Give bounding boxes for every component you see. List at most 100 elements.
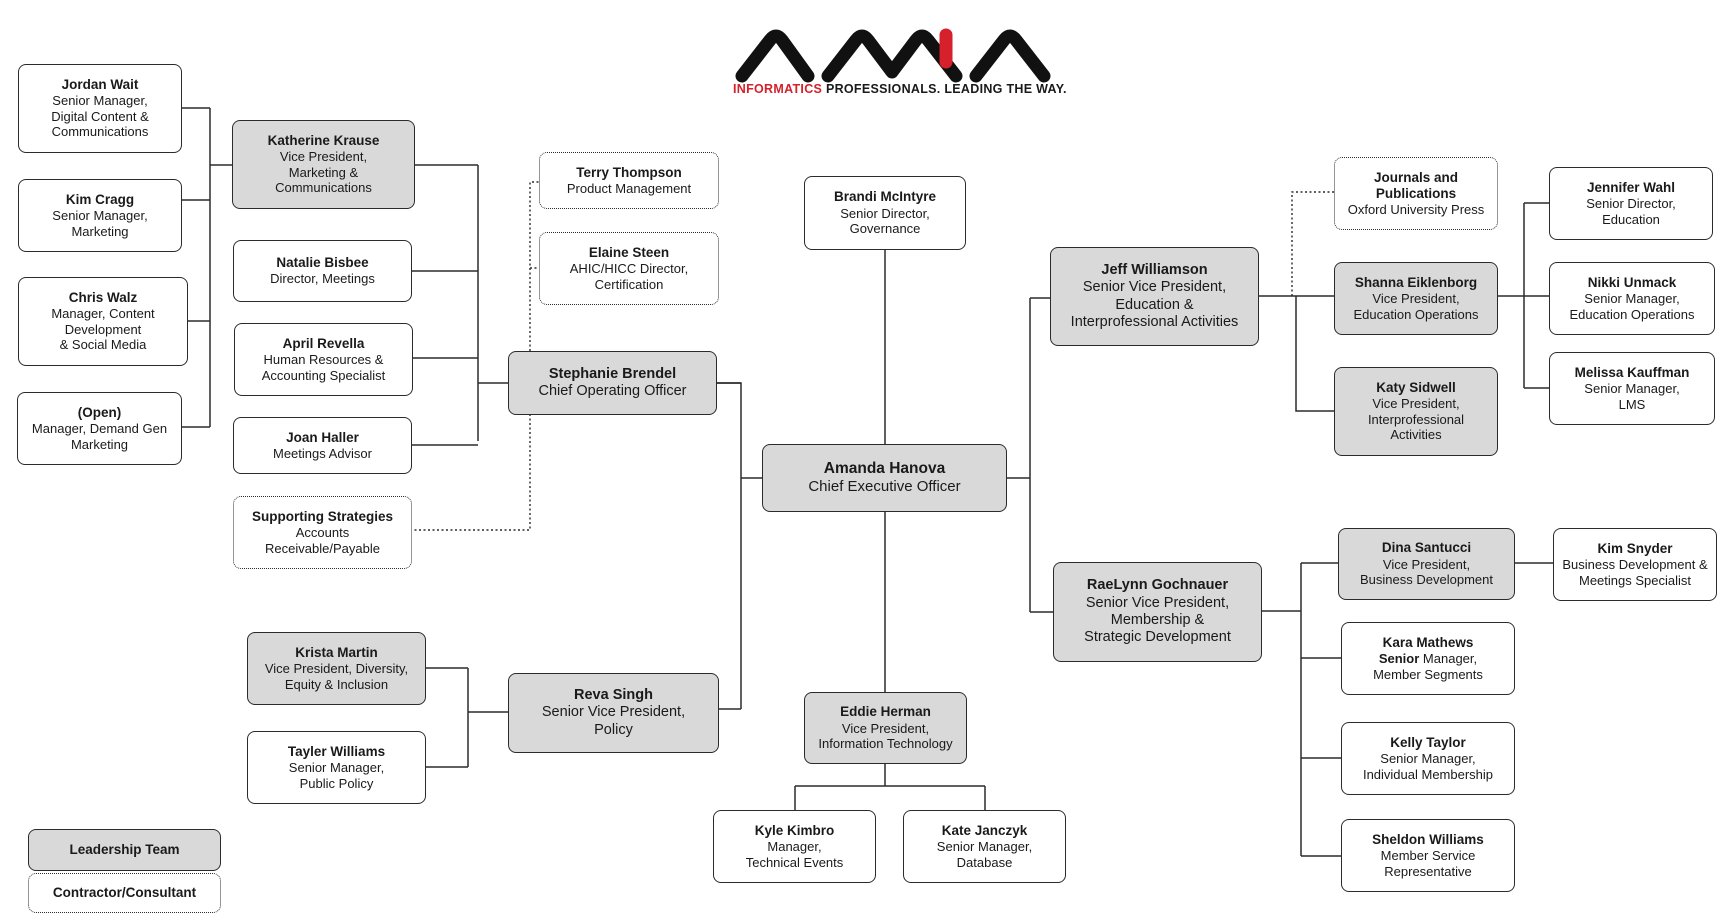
node-name: RaeLynn Gochnauer [1086,577,1229,594]
node-kara-mathews[interactable]: Kara Mathews Senior Manager, Member Segm… [1341,622,1515,695]
node-name: Dina Santucci [1381,540,1472,556]
amia-logo [735,28,1051,83]
node-title: AHIC/HICC Director, Certification [569,261,689,292]
node-elaine-steen[interactable]: Elaine Steen AHIC/HICC Director, Certifi… [539,232,719,305]
amia-tagline: INFORMATICS PROFESSIONALS. LEADING THE W… [733,82,1067,96]
node-name: Jennifer Wahl [1586,179,1675,195]
node-natalie-bisbee[interactable]: Natalie Bisbee Director, Meetings [233,240,412,302]
node-kim-snyder[interactable]: Kim Snyder Business Development & Meetin… [1553,528,1717,601]
node-title: Senior Director, Governance [840,205,930,237]
node-title: Senior Manager, Member Segments [1373,651,1483,682]
node-title: Senior Manager, Public Policy [288,760,385,791]
node-tayler-williams[interactable]: Tayler Williams Senior Manager, Public P… [247,731,426,804]
node-title: Human Resources & Accounting Specialist [261,352,386,383]
connector-jeff-reports [1259,295,1334,412]
node-title-bold: Senior [1378,651,1420,666]
node-title: Product Management [566,180,692,196]
node-dina-santucci[interactable]: Dina Santucci Vice President, Business D… [1338,528,1515,600]
node-katy-sidwell[interactable]: Katy Sidwell Vice President, Interprofes… [1334,367,1498,456]
node-melissa-kauffman[interactable]: Melissa Kauffman Senior Manager, LMS [1549,352,1715,425]
node-jennifer-wahl[interactable]: Jennifer Wahl Senior Director, Education [1549,167,1713,240]
node-coo[interactable]: Stephanie Brendel Chief Operating Office… [508,351,717,415]
node-title: Meetings Advisor [273,445,372,461]
node-journals-publications[interactable]: Journals and Publications Oxford Univers… [1334,157,1498,230]
node-name: Journals and Publications [1373,169,1459,201]
node-krista-martin[interactable]: Krista Martin Vice President, Diversity,… [247,632,426,705]
node-title: Manager, Content Development & Social Me… [51,306,155,353]
node-katherine-krause[interactable]: Katherine Krause Vice President, Marketi… [232,120,415,209]
node-title: Senior Manager, Marketing [52,208,148,239]
node-name: Kelly Taylor [1390,734,1466,750]
node-title: Director, Meetings [270,271,375,287]
node-title: Senior Director, Education [1586,196,1676,227]
node-title: Chief Operating Officer [538,383,687,399]
node-title: Vice President, Marketing & Communicatio… [275,149,372,196]
node-supporting-strategies[interactable]: Supporting Strategies Accounts Receivabl… [233,496,412,569]
node-title: Vice President, Business Development [1360,556,1493,588]
node-title: Senior Manager, Individual Membership [1362,751,1494,782]
node-name: Katy Sidwell [1376,380,1456,396]
node-title: Member Service Representative [1380,848,1476,879]
node-raelynn-gochnauer[interactable]: RaeLynn Gochnauer Senior Vice President,… [1053,562,1262,662]
node-brandi-mcintyre[interactable]: Brandi McIntyre Senior Director, Governa… [804,176,966,250]
node-title: Senior Manager, Digital Content & Commun… [51,93,149,140]
node-joan-haller[interactable]: Joan Haller Meetings Advisor [233,417,412,474]
node-title: Senior Manager, LMS [1584,381,1680,412]
node-name: Kim Cragg [65,191,135,207]
node-title: Chief Executive Officer [808,478,961,496]
node-kelly-taylor[interactable]: Kelly Taylor Senior Manager, Individual … [1341,722,1515,795]
node-reva-singh[interactable]: Reva Singh Senior Vice President, Policy [508,673,719,753]
node-name: Kara Mathews [1382,634,1474,650]
node-name: Chris Walz [68,290,138,306]
node-name: (Open) [77,404,122,420]
node-name: Amanda Hanova [823,459,946,477]
node-jeff-williamson[interactable]: Jeff Williamson Senior Vice President, E… [1050,247,1259,346]
node-nikki-unmack[interactable]: Nikki Unmack Senior Manager, Education O… [1549,262,1715,335]
node-name: Tayler Williams [287,743,386,759]
node-name: Terry Thompson [576,164,682,180]
connector-coo-reports [412,164,508,446]
node-terry-thompson[interactable]: Terry Thompson Product Management [539,152,719,209]
node-jordan-wait[interactable]: Jordan Wait Senior Manager, Digital Cont… [18,64,182,153]
connector-ceo-right [1007,297,1053,613]
node-ceo[interactable]: Amanda Hanova Chief Executive Officer [762,444,1007,512]
node-sheldon-williams[interactable]: Sheldon Williams Member Service Represen… [1341,819,1515,892]
node-title: Accounts Receivable/Payable [265,525,380,556]
node-title: Vice President, Diversity, Equity & Incl… [264,661,409,692]
node-name: Supporting Strategies [251,508,393,524]
node-shanna-eiklenborg[interactable]: Shanna Eiklenborg Vice President, Educat… [1334,262,1498,335]
node-open-position[interactable]: (Open) Manager, Demand Gen Marketing [17,392,182,465]
node-name: Melissa Kauffman [1574,364,1690,380]
node-name: Kim Snyder [1597,540,1673,556]
legend-label: Leadership Team [69,841,180,857]
node-title: Senior Vice President, Policy [541,704,686,738]
connector-eddie-reports [794,764,986,810]
node-chris-walz[interactable]: Chris Walz Manager, Content Development … [18,277,188,366]
node-title: Senior Vice President, Education & Inter… [1070,279,1239,330]
connector-jeff-journals [1291,191,1334,296]
node-name: Sheldon Williams [1372,831,1484,847]
node-kate-janczyk[interactable]: Kate Janczyk Senior Manager, Database [903,810,1066,883]
node-name: Jordan Wait [61,77,139,93]
node-name: Jeff Williamson [1101,261,1208,278]
connector-reva-reports [426,667,508,768]
legend-label: Contractor/Consultant [52,884,197,900]
node-title: Vice President, Information Technology [818,720,953,752]
node-april-revella[interactable]: April Revella Human Resources & Accounti… [234,323,413,396]
node-name: Stephanie Brendel [548,365,677,382]
node-name: April Revella [282,335,365,351]
node-kim-cragg[interactable]: Kim Cragg Senior Manager, Marketing [18,179,182,252]
node-title: Senior Manager, Database [936,839,1033,870]
node-title: Manager, Technical Events [745,839,844,870]
node-title: Vice President, Education Operations [1353,291,1479,322]
node-kyle-kimbro[interactable]: Kyle Kimbro Manager, Technical Events [713,810,876,883]
node-title: Manager, Demand Gen Marketing [31,421,168,452]
connector-raelynn-reports [1262,562,1341,857]
node-name: Kyle Kimbro [754,822,835,838]
node-name: Shanna Eiklenborg [1354,274,1478,290]
node-eddie-herman[interactable]: Eddie Herman Vice President, Information… [804,692,967,764]
legend-leadership-team: Leadership Team [28,829,221,871]
node-name: Katherine Krause [267,133,380,149]
node-name: Eddie Herman [840,704,931,720]
